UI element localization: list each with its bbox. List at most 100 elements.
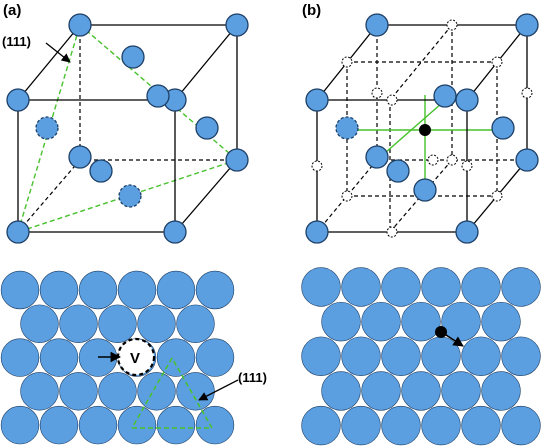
atom-hidden [335,116,359,140]
atom [146,84,170,108]
fcc-atoms [6,13,249,244]
atom [381,267,421,307]
plane-annotation-top: (111) [2,34,31,49]
atom [421,267,461,307]
atom [0,405,40,445]
panel-b-label: (b) [302,2,321,19]
atom [455,220,479,244]
atom [39,405,79,445]
atom [68,145,92,169]
vacancy-label: V [130,350,140,367]
atom [0,270,40,310]
interstitial-atom [419,124,431,136]
atom [89,159,113,183]
atom [225,148,249,172]
atom [156,338,196,377]
atom [98,304,137,343]
atom [20,304,59,343]
atom [20,372,59,411]
bottom-right-interstitial-layer [301,267,541,446]
atom [117,405,157,445]
atom [401,301,441,342]
vacancy-layer-atoms [0,270,235,445]
atom [501,267,541,307]
atom [301,336,341,376]
atom [78,405,118,445]
atom [225,13,249,37]
atom [176,372,215,411]
atom [59,304,98,343]
atom [433,84,457,108]
fcc-cube-edges [17,24,238,233]
atom [413,178,437,202]
interstitial-atom-layer [435,326,447,338]
atom [137,304,176,343]
fcc-hidden-edges [17,25,237,233]
atom [361,371,401,411]
atom [137,372,176,411]
atom [491,116,515,140]
atom [195,405,235,445]
atom [341,405,381,446]
atom-hidden [35,116,59,140]
atom [341,267,381,307]
atom [481,371,521,411]
plane-annotation-arrow [45,42,71,63]
atom [6,220,30,244]
interstitial-arrow [445,334,464,347]
plane-annotation-bottom: (111) [238,370,267,385]
atom [121,45,145,69]
atom [421,336,461,376]
atom [305,88,329,112]
atom [461,267,501,307]
plane-annotation-bottom-arrow [198,379,239,401]
octahedral-sites [311,19,533,238]
atom [59,372,98,411]
atom [176,304,215,343]
atom [195,116,219,140]
atom [321,371,361,411]
atom [321,301,361,342]
interstitial-atoms [305,13,539,244]
atom [501,336,541,376]
atom-hidden [118,184,142,208]
atom [98,372,137,411]
panel-a-label: (a) [3,2,21,19]
atom [78,270,118,310]
atom [0,338,40,377]
atom [156,405,196,445]
atom [305,220,329,244]
atom [515,13,539,37]
bottom-left-vacancy-layer: V (111) [0,270,267,445]
vacancy-111-triangle [131,357,213,429]
atom [365,145,389,169]
interstitial-layer-atoms [301,267,541,446]
atom [381,336,421,376]
atom [117,270,157,310]
atom [195,338,235,377]
atom [481,301,521,342]
atom [68,13,92,37]
atom [39,270,79,310]
atom [6,88,30,112]
atom [156,270,196,310]
atom [341,336,381,376]
atom [421,405,461,446]
atom [461,336,501,376]
atom [386,159,410,183]
atom [39,338,79,377]
atom [501,405,541,446]
atom [401,371,441,411]
atom [381,405,421,446]
atom [461,405,501,446]
atom [365,13,389,37]
atom [455,88,479,112]
atom [441,371,481,411]
atom [163,220,187,244]
panel-b-interstitial-cell: (b) [302,2,539,244]
atom [195,270,235,310]
atom [301,405,341,446]
panel-a-fcc-cell: (a) [2,2,249,244]
atom [361,301,401,342]
